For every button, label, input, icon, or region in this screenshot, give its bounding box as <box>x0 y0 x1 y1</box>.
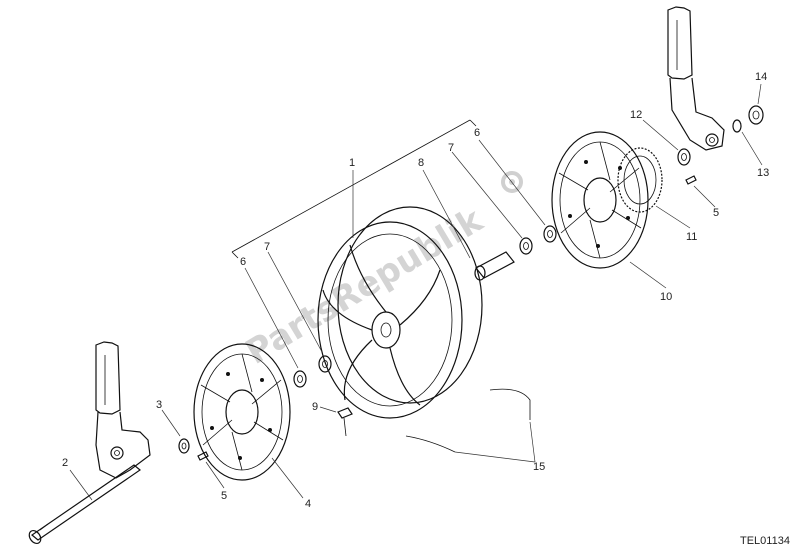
disc-bolt-right <box>685 175 697 185</box>
sensor-cable <box>405 388 531 453</box>
callout-15: 15 <box>533 461 545 473</box>
callout-6-right: 6 <box>474 127 480 139</box>
callout-13: 13 <box>757 167 769 179</box>
callout-2: 2 <box>62 457 68 469</box>
tire-valve <box>337 407 353 437</box>
axle-nut <box>748 105 764 125</box>
right-bearing-set <box>519 225 557 255</box>
wheel-spacer-tube <box>474 251 515 281</box>
right-brake-disc <box>551 131 649 269</box>
callout-6-left: 6 <box>240 256 246 268</box>
tone-ring <box>617 147 663 213</box>
assembly-bracket-line <box>231 119 471 253</box>
callout-7-left: 7 <box>264 241 270 253</box>
axle-washer <box>732 119 742 133</box>
left-fork-leg <box>95 341 151 479</box>
callout-8: 8 <box>418 157 424 169</box>
callout-5-left: 5 <box>221 490 227 502</box>
callout-5-right: 5 <box>713 207 719 219</box>
front-wheel-rim <box>317 206 483 419</box>
callout-14: 14 <box>755 71 767 83</box>
left-brake-disc <box>193 343 291 481</box>
spacer-right <box>677 148 691 166</box>
left-bearing-set <box>293 355 332 388</box>
front-axle <box>28 464 141 545</box>
callout-12: 12 <box>630 109 642 121</box>
leader-lines <box>69 83 763 501</box>
callout-4: 4 <box>305 498 311 510</box>
disc-bolt-left <box>197 451 209 461</box>
callout-9: 9 <box>312 401 318 413</box>
callout-11: 11 <box>686 231 697 243</box>
callout-10: 10 <box>660 291 672 303</box>
right-fork-leg <box>667 6 725 151</box>
callout-3: 3 <box>156 399 162 411</box>
spacer-left <box>178 438 190 454</box>
callout-labels: 1 2 3 4 5 5 6 6 7 7 8 9 10 11 12 13 14 1… <box>62 71 769 510</box>
drawing-code: TEL01134 <box>740 535 790 547</box>
callout-7-right: 7 <box>448 142 454 154</box>
callout-1: 1 <box>349 157 355 169</box>
